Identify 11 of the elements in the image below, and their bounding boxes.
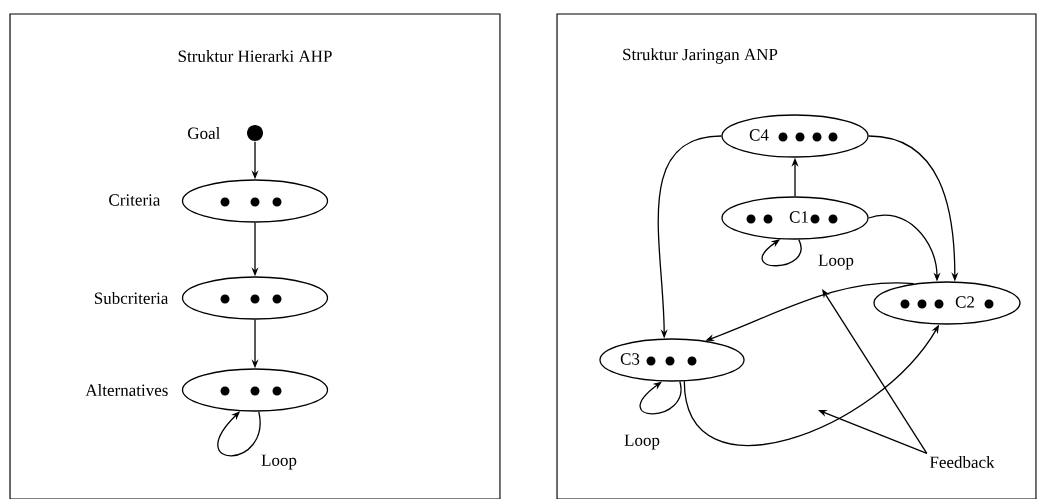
node-label: Subcriteria [94,292,169,304]
leader-line [822,289,928,454]
callout-text: Feedback [929,456,995,468]
panel-title: Struktur Hierarki AHP [178,50,332,62]
loop-arrow [761,239,802,267]
node-label: Alternatives [85,384,168,396]
loop-arrow [217,410,261,457]
loop-arrow [639,380,682,415]
node-label: Goal [188,127,220,139]
node-label: Criteria [109,194,161,206]
panel-title: Struktur Jaringan ANP [623,48,778,64]
